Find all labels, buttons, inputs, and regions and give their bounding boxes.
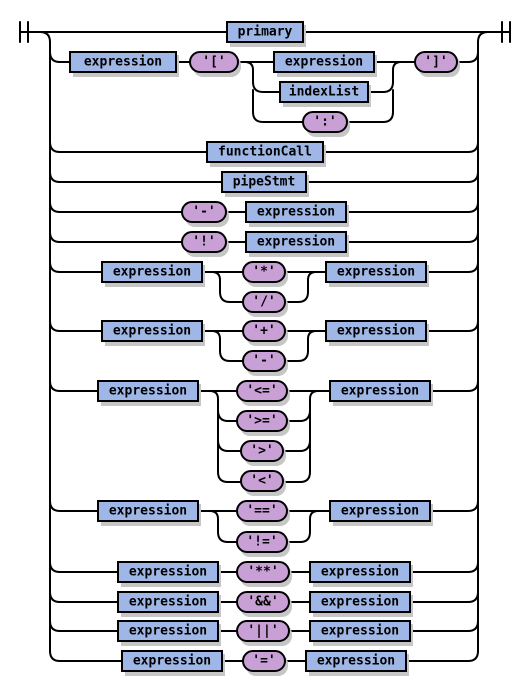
node-terminal: '-' <box>242 350 288 376</box>
node-expression: expression <box>305 650 409 676</box>
node-expression: expression <box>69 51 179 77</box>
svg-text:'=': '=' <box>252 654 275 669</box>
svg-text:expression: expression <box>321 624 399 639</box>
svg-text:'+': '+' <box>252 324 275 339</box>
svg-text:']': ']' <box>424 55 447 70</box>
node-expression: expression <box>97 500 201 526</box>
node-terminal: '&&' <box>236 591 292 617</box>
svg-text:indexList: indexList <box>289 85 359 100</box>
node-terminal: '>' <box>240 440 286 466</box>
node-terminal: '||' <box>236 620 292 646</box>
svg-text:expression: expression <box>109 384 187 399</box>
svg-text:expression: expression <box>129 595 207 610</box>
svg-text:expression: expression <box>84 55 162 70</box>
svg-text:primary: primary <box>238 25 293 40</box>
node-expression: expression <box>325 320 429 346</box>
node-expression: expression <box>101 261 205 287</box>
svg-text:'-': '-' <box>192 205 215 220</box>
svg-text:expression: expression <box>337 265 415 280</box>
node-expression: expression <box>117 561 221 587</box>
node-primary: primary <box>226 21 306 47</box>
svg-text:expression: expression <box>129 565 207 580</box>
svg-text:expression: expression <box>337 324 415 339</box>
svg-text:expression: expression <box>257 205 335 220</box>
svg-text:expression: expression <box>321 565 399 580</box>
node-terminal: '>=' <box>236 410 290 436</box>
node-terminal: '*' <box>242 261 288 287</box>
node-expression: expression <box>273 51 377 77</box>
svg-text:'[': '[' <box>202 55 225 70</box>
svg-text:'<=': '<=' <box>246 384 277 399</box>
node-terminal: '**' <box>236 561 292 587</box>
node-pipestmt: pipeStmt <box>221 171 309 197</box>
svg-text:'!': '!' <box>192 235 215 250</box>
svg-text:'||': '||' <box>247 624 278 639</box>
svg-text:':': ':' <box>313 115 336 130</box>
node-expression: expression <box>97 380 201 406</box>
svg-text:'>=': '>=' <box>246 414 277 429</box>
node-terminal: ':' <box>302 111 350 137</box>
svg-text:'/': '/' <box>252 295 275 310</box>
node-terminal: '=' <box>242 650 288 676</box>
node-indexlist: indexList <box>279 81 371 107</box>
node-expression: expression <box>309 561 413 587</box>
svg-text:functionCall: functionCall <box>218 145 312 160</box>
svg-text:expression: expression <box>113 324 191 339</box>
node-expression: expression <box>325 261 429 287</box>
svg-text:expression: expression <box>133 654 211 669</box>
node-terminal: '/' <box>242 291 288 317</box>
node-terminal: '-' <box>181 201 229 227</box>
node-expression: expression <box>117 620 221 646</box>
svg-text:expression: expression <box>341 504 419 519</box>
node-expression: expression <box>329 500 433 526</box>
node-expression: expression <box>117 591 221 617</box>
svg-text:expression: expression <box>341 384 419 399</box>
svg-text:'**': '**' <box>247 565 278 580</box>
node-terminal: '+' <box>242 320 288 346</box>
node-terminal: '==' <box>236 500 290 526</box>
node-expression: expression <box>309 591 413 617</box>
svg-text:expression: expression <box>285 55 363 70</box>
svg-text:'&&': '&&' <box>247 595 278 610</box>
node-terminal: '<' <box>240 470 286 496</box>
svg-text:pipeStmt: pipeStmt <box>233 175 296 190</box>
svg-text:'*': '*' <box>252 265 275 280</box>
svg-text:expression: expression <box>321 595 399 610</box>
node-expression: expression <box>245 201 349 227</box>
node-terminal: ']' <box>414 51 460 77</box>
node-expression: expression <box>329 380 433 406</box>
svg-text:'!=': '!=' <box>246 535 277 550</box>
svg-text:expression: expression <box>129 624 207 639</box>
svg-text:expression: expression <box>113 265 191 280</box>
node-terminal: '!=' <box>236 531 290 557</box>
svg-text:expression: expression <box>257 235 335 250</box>
svg-text:'>': '>' <box>250 444 273 459</box>
node-terminal: '<=' <box>236 380 290 406</box>
svg-text:'==': '==' <box>246 504 277 519</box>
node-expression: expression <box>101 320 205 346</box>
track-left-rail <box>39 31 51 652</box>
node-expression: expression <box>121 650 225 676</box>
node-terminal: '[' <box>189 51 241 77</box>
svg-text:'<': '<' <box>250 474 273 489</box>
svg-text:expression: expression <box>317 654 395 669</box>
svg-text:expression: expression <box>109 504 187 519</box>
svg-text:'-': '-' <box>252 354 275 369</box>
node-expression: expression <box>245 231 349 257</box>
node-expression: expression <box>309 620 413 646</box>
node-functioncall: functionCall <box>206 141 326 167</box>
node-terminal: '!' <box>181 231 229 257</box>
track-right-rail <box>477 31 489 652</box>
